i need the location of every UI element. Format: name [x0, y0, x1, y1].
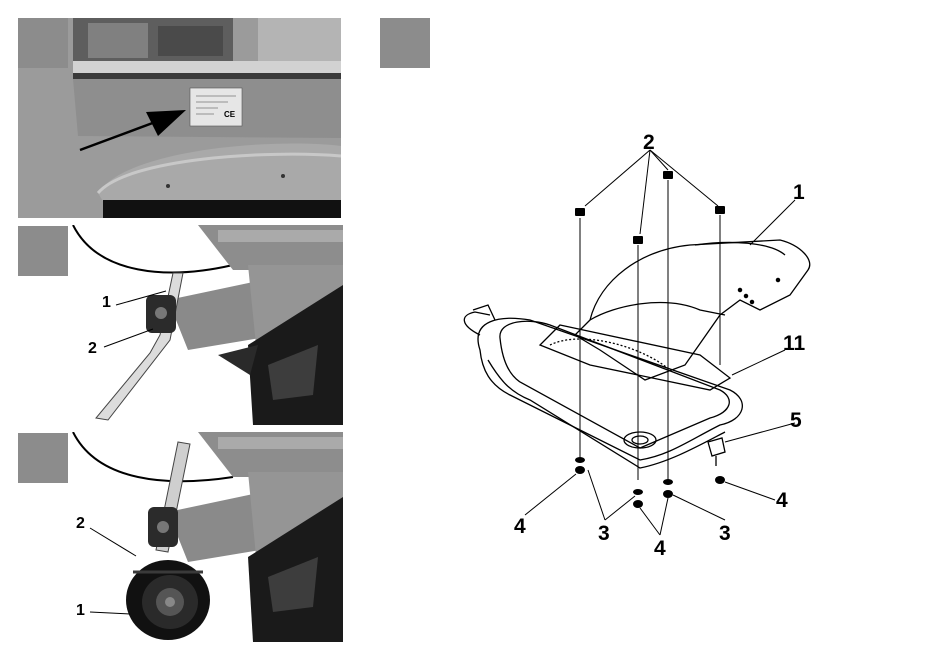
photo3-label-2: 2	[76, 516, 85, 532]
step-box-1	[18, 18, 68, 68]
label-clip: 5	[790, 410, 802, 431]
label-nut-mid: 4	[654, 538, 666, 559]
label-washer-right: 3	[719, 523, 731, 544]
photo2-label-2: 2	[88, 341, 97, 357]
label-tine-guard: 1	[793, 182, 805, 203]
label-bolts: 2	[643, 132, 655, 153]
step-box-4	[380, 18, 430, 68]
label-washer-left: 3	[598, 523, 610, 544]
label-nut-right: 4	[776, 490, 788, 511]
ce-mark: CE	[224, 111, 235, 119]
step-box-3	[18, 433, 68, 483]
step-box-2	[18, 226, 68, 276]
label-nut-left: 4	[514, 516, 526, 537]
label-reinforcement-plate: 11	[783, 333, 805, 354]
bolts	[580, 180, 720, 485]
photo2-label-1: 1	[102, 295, 111, 311]
tine-guard	[575, 240, 810, 380]
photo3-label-1: 1	[76, 603, 85, 619]
clip	[708, 438, 725, 456]
